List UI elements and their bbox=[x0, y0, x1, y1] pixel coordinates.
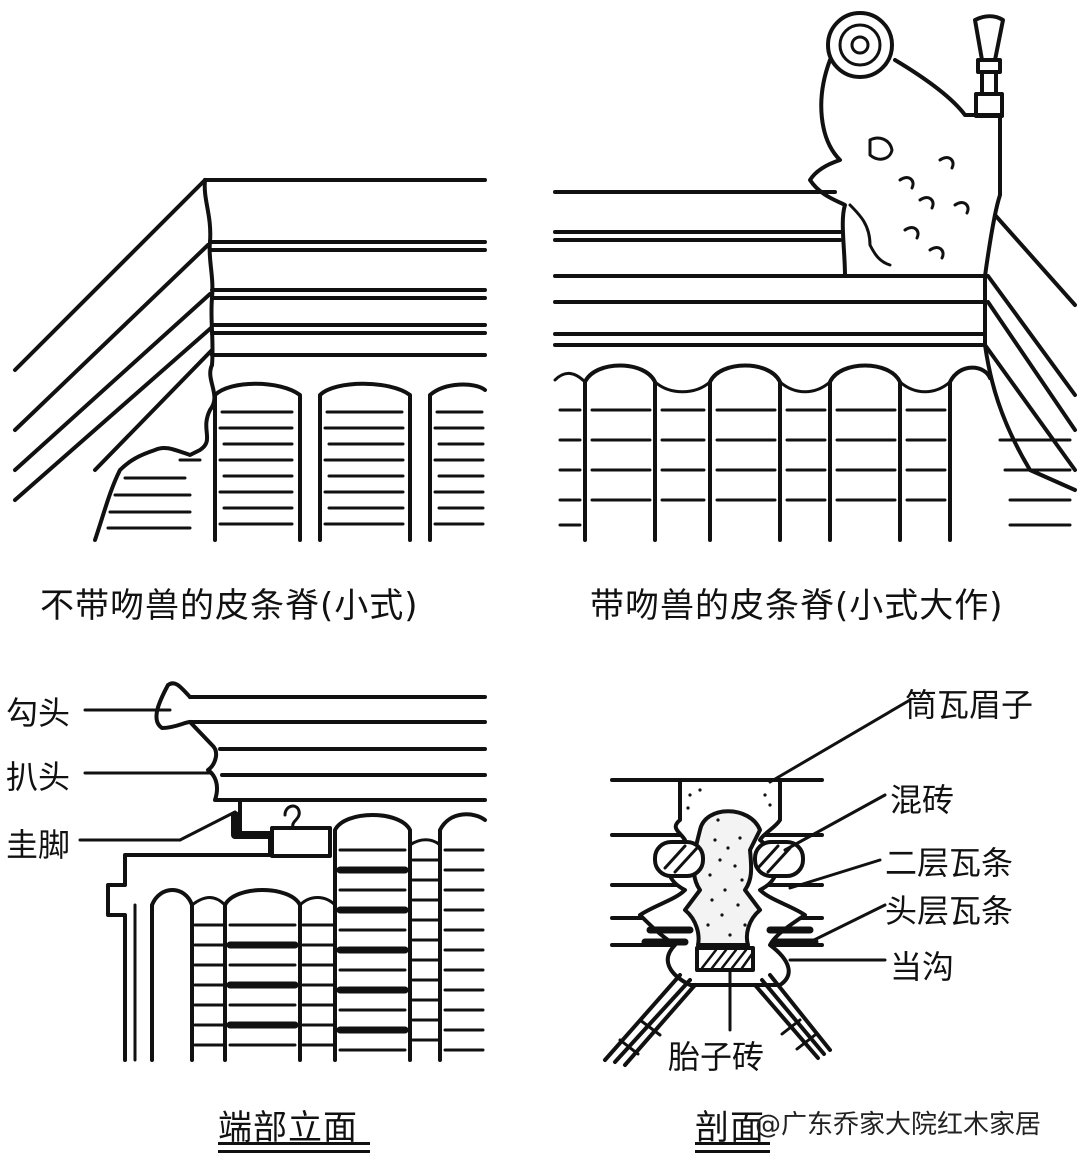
label-danggou: 当沟 bbox=[890, 948, 955, 986]
end-elevation-drawing bbox=[78, 681, 487, 1062]
label-erceng-watiao: 二层瓦条 bbox=[885, 844, 1014, 882]
label-goutou: 勾头 bbox=[6, 694, 71, 732]
cross-section-drawing bbox=[603, 698, 912, 1067]
caption-ridge-no-beast: 不带吻兽的皮条脊(小式) bbox=[40, 586, 419, 626]
caption-section: 剖面 bbox=[695, 1108, 765, 1148]
label-touceng-watiao: 头层瓦条 bbox=[885, 892, 1014, 930]
caption-end-elevation: 端部立面 bbox=[218, 1108, 358, 1148]
ridge-no-beast-drawing bbox=[13, 178, 487, 542]
caption-underline bbox=[218, 1142, 370, 1145]
label-tongwa-meizi: 筒瓦眉子 bbox=[905, 686, 1034, 724]
caption-underline bbox=[695, 1150, 770, 1153]
caption-underline bbox=[218, 1150, 370, 1153]
ridge-beast-ornament bbox=[808, 11, 1005, 278]
watermark-text: @广东乔家大院红木家居 bbox=[755, 1110, 1042, 1140]
ridge-with-beast-drawing bbox=[553, 190, 1077, 542]
caption-underline bbox=[695, 1142, 770, 1145]
label-patou: 扒头 bbox=[6, 758, 71, 796]
caption-ridge-with-beast: 带吻兽的皮条脊(小式大作) bbox=[590, 586, 1004, 626]
label-taizizhuan: 胎子砖 bbox=[668, 1038, 765, 1076]
label-guijiao: 圭脚 bbox=[6, 826, 71, 864]
label-hunzhuan: 混砖 bbox=[890, 781, 955, 819]
